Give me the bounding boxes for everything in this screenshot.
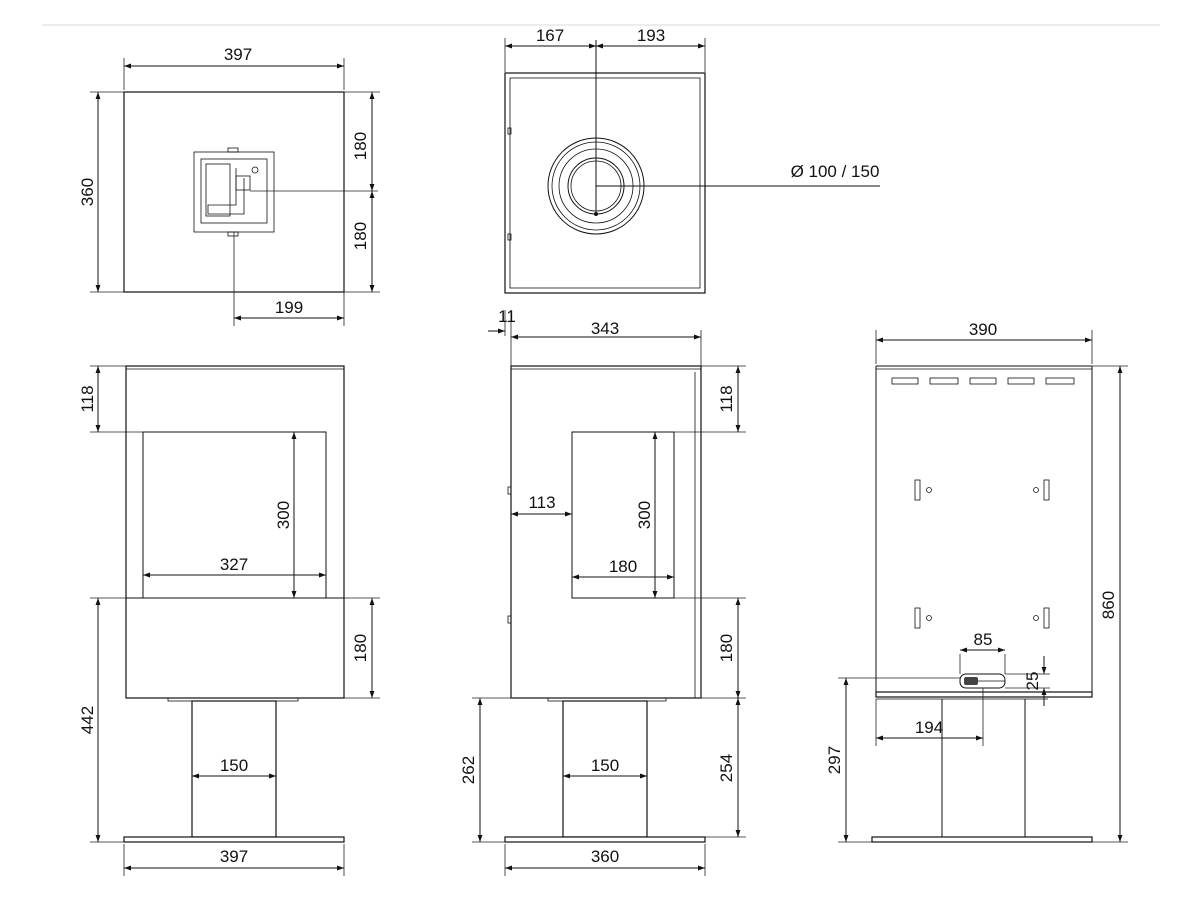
dim-back-inlet-offset: 194 — [915, 718, 943, 737]
dim-back-height: 860 — [1099, 591, 1118, 619]
top-valve-tab-bottom — [227, 231, 239, 237]
dim-side-opening-w: 180 — [609, 557, 637, 576]
dim-side-leg-left: 262 — [459, 756, 478, 784]
dim-top-half-upper: 180 — [351, 132, 370, 160]
dim-side-setback: 113 — [528, 493, 555, 512]
side-column — [562, 700, 648, 838]
dim-front-body-h: 442 — [78, 706, 97, 734]
back-vent-slot — [1007, 377, 1035, 385]
dim-side-column: 150 — [591, 756, 619, 775]
dim-top-height: 360 — [78, 178, 97, 206]
dim-back-width: 390 — [969, 320, 997, 339]
front-view: 118 300 327 180 442 150 397 — [78, 365, 380, 876]
front-body — [125, 365, 345, 699]
front-column — [191, 700, 277, 838]
flue-view-outline — [504, 72, 706, 294]
back-base-plate — [871, 836, 1093, 843]
dim-front-opening-h: 300 — [274, 501, 293, 529]
top-view: 397 360 180 180 199 — [78, 45, 380, 326]
dim-rear-right: 193 — [637, 26, 665, 45]
back-gas-inlet-core — [964, 677, 978, 685]
side-body — [510, 365, 702, 699]
top-valve-knob — [251, 166, 259, 174]
back-bottom-tray — [875, 691, 1093, 698]
flue-view: Ø 100 / 150 167 193 — [504, 26, 880, 294]
back-view: 390 860 85 25 194 297 — [825, 320, 1128, 843]
back-fixing-slot — [914, 607, 921, 629]
back-fixing-slot — [1043, 607, 1050, 629]
back-vent-slot — [891, 377, 919, 385]
dim-rear-left: 167 — [536, 26, 564, 45]
dim-top-half-lower: 180 — [351, 222, 370, 250]
dim-side-offset: 11 — [498, 307, 516, 326]
side-glass-opening — [571, 431, 675, 599]
dim-side-top-band: 118 — [717, 385, 736, 412]
dim-side-opening-h: 300 — [635, 501, 654, 529]
side-base-plate — [504, 836, 706, 843]
dim-front-top-band: 118 — [78, 385, 97, 412]
back-fixing-slot — [1043, 479, 1050, 501]
dim-side-width: 343 — [591, 319, 619, 338]
flue-dot — [594, 212, 598, 216]
dim-back-inlet-w: 85 — [974, 630, 993, 649]
top-gas-pipe — [207, 168, 245, 215]
dim-side-base: 360 — [591, 847, 619, 866]
dim-front-lower-band: 180 — [351, 634, 370, 662]
top-valve-block — [205, 163, 231, 217]
dim-side-lower-band: 180 — [717, 634, 736, 662]
dim-back-inlet-h: 25 — [1023, 672, 1042, 691]
back-vent-slot — [929, 377, 959, 385]
top-valve — [235, 175, 251, 191]
dim-front-column: 150 — [220, 756, 248, 775]
dim-front-opening-w: 327 — [220, 555, 248, 574]
back-fixing-slot — [914, 479, 921, 501]
front-base-plate — [123, 836, 345, 843]
dim-front-base: 397 — [220, 847, 248, 866]
dim-top-offset: 199 — [275, 298, 303, 317]
dim-side-leg-right: 254 — [717, 754, 736, 782]
dim-back-floor-h: 297 — [825, 746, 844, 774]
flue-view-inner — [509, 77, 701, 289]
side-view: 11 343 118 113 300 180 180 262 254 150 — [459, 307, 746, 876]
back-vent-slot — [969, 377, 997, 385]
dim-top-width: 397 — [224, 45, 252, 64]
back-vent-slot — [1045, 377, 1075, 385]
dim-flue-diameter: Ø 100 / 150 — [791, 162, 880, 181]
top-valve-tab — [227, 147, 239, 153]
